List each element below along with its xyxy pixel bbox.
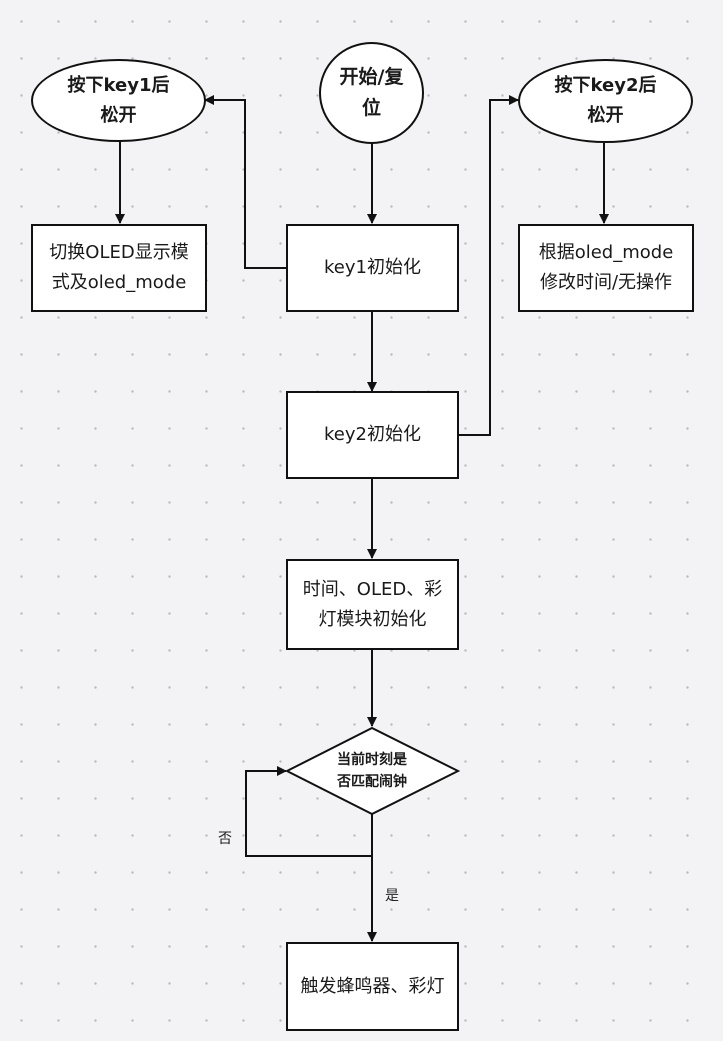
switch-oled-mode-node: 切换OLED显示模 式及oled_mode (31, 224, 207, 312)
key1-init-label: key1初始化 (324, 257, 421, 278)
start-reset-label-line2: 位 (361, 97, 381, 119)
alarm-check-decision-node: 当前时刻是 否匹配闹钟 (300, 748, 444, 794)
alarm-check-label-line1: 当前时刻是 (337, 752, 407, 768)
key1-released-node: 按下key1后 松开 (31, 59, 206, 142)
edge-label-no: 否 (218, 831, 232, 847)
modify-time-label-line2: 修改时间/无操作 (539, 272, 673, 293)
key1-init-node: key1初始化 (286, 224, 459, 312)
alarm-check-label-line2: 否匹配闹钟 (337, 774, 407, 790)
switch-oled-mode-label-line1: 切换OLED显示模 (49, 242, 189, 263)
key2-released-node: 按下key2后 松开 (518, 59, 693, 143)
module-init-label-line2: 灯模块初始化 (318, 608, 427, 630)
key1-released-label-line2: 松开 (100, 104, 137, 126)
key1-released-label-line1: 按下key1后 (67, 74, 170, 96)
switch-oled-mode-label-line2: 式及oled_mode (51, 272, 187, 293)
key2-init-label: key2初始化 (324, 424, 421, 445)
key2-init-node: key2初始化 (286, 391, 459, 479)
module-init-node: 时间、OLED、彩 灯模块初始化 (286, 559, 459, 650)
module-init-label-line1: 时间、OLED、彩 (302, 578, 443, 600)
edge-key2-init-to-key2-released (458, 95, 519, 436)
decision-diamond-shape (284, 726, 461, 816)
key2-released-label-line1: 按下key2后 (554, 75, 657, 96)
edge-alarm-check-no-loop (245, 766, 373, 857)
edge-key1-init-to-key1-released (204, 95, 287, 269)
trigger-buzzer-light-node: 触发蜂鸣器、彩灯 (286, 942, 459, 1031)
start-reset-label-line1: 开始/复 (339, 66, 404, 88)
modify-time-label-line1: 根据oled_mode (538, 242, 674, 263)
modify-time-node: 根据oled_mode 修改时间/无操作 (518, 224, 694, 312)
trigger-buzzer-light-label: 触发蜂鸣器、彩灯 (300, 975, 445, 997)
start-reset-node: 开始/复 位 (319, 42, 424, 144)
key2-released-label-line2: 松开 (587, 105, 624, 126)
edge-label-yes: 是 (385, 888, 399, 904)
